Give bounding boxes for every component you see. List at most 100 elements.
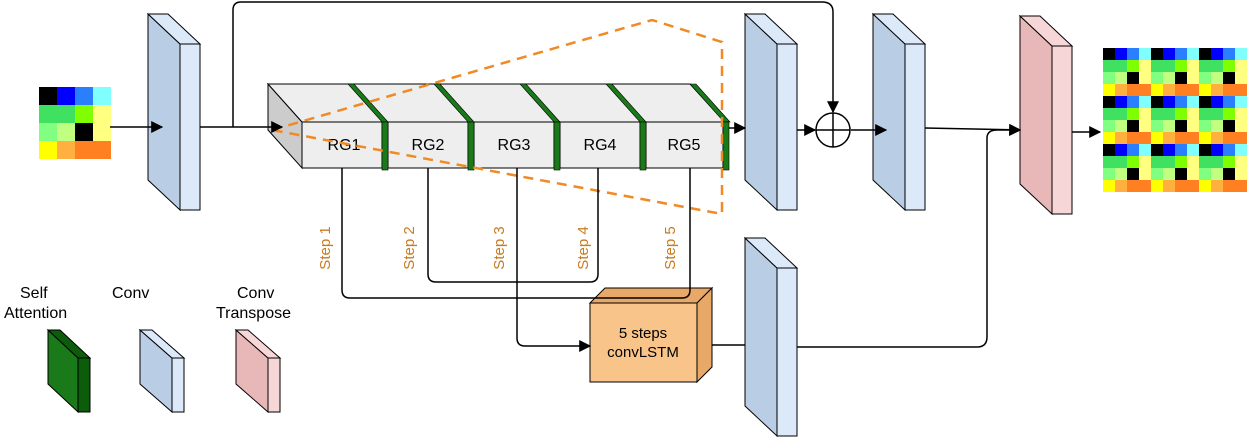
output-pixel: [1139, 168, 1151, 180]
input-pixel: [75, 141, 93, 159]
legend: Self Attention Conv Conv Transpose: [4, 285, 291, 414]
output-pixel: [1163, 96, 1175, 108]
rg1-block: [301, 121, 383, 169]
conv-transpose-layer: [1018, 14, 1074, 216]
output-pixel: [1163, 132, 1175, 144]
output-pixel: [1211, 72, 1223, 84]
input-pixel: [57, 123, 75, 141]
output-pixel: [1187, 156, 1199, 168]
output-pixel: [1223, 72, 1235, 84]
output-pixel: [1211, 108, 1223, 120]
input-pixel: [75, 105, 93, 123]
output-pixel: [1211, 96, 1223, 108]
output-pixel: [1127, 120, 1139, 132]
output-pixel: [1235, 132, 1247, 144]
output-pixel: [1235, 168, 1247, 180]
output-pixel: [1175, 108, 1187, 120]
output-pixel: [1163, 48, 1175, 60]
input-pixel: [57, 141, 75, 159]
attention-strip-1: [347, 83, 389, 171]
output-pixel: [1139, 60, 1151, 72]
output-pixel: [1115, 108, 1127, 120]
output-pixel: [1187, 96, 1199, 108]
conv-layer-2: [743, 12, 799, 212]
output-pixel: [1163, 180, 1175, 192]
attention-strip-5: [689, 83, 731, 171]
output-pixel: [1175, 132, 1187, 144]
output-pixel: [1187, 180, 1199, 192]
output-pixel: [1139, 108, 1151, 120]
step-5-label: Step 5: [662, 226, 679, 269]
output-pixel: [1127, 132, 1139, 144]
step-4-label: Step 4: [575, 226, 592, 269]
output-pixel: [1115, 168, 1127, 180]
output-pixel: [1103, 108, 1115, 120]
output-pixel: [1151, 60, 1163, 72]
output-pixel: [1223, 120, 1235, 132]
output-pixel: [1127, 84, 1139, 96]
output-pixel: [1139, 96, 1151, 108]
output-pixel: [1211, 180, 1223, 192]
output-pixel: [1103, 156, 1115, 168]
output-pixel: [1187, 60, 1199, 72]
output-pixel: [1235, 60, 1247, 72]
output-pixel: [1175, 96, 1187, 108]
output-pixel: [1115, 72, 1127, 84]
output-pixel: [1163, 120, 1175, 132]
output-pixel: [1187, 84, 1199, 96]
legend-conv-transpose-swatch: [234, 328, 282, 414]
output-pixel: [1115, 96, 1127, 108]
output-pixel: [1151, 132, 1163, 144]
output-pixel: [1151, 96, 1163, 108]
output-pixel: [1151, 48, 1163, 60]
rg1-label: RG1: [328, 137, 361, 154]
output-pixel: [1103, 168, 1115, 180]
output-pixel: [1223, 84, 1235, 96]
output-pixel: [1127, 48, 1139, 60]
output-pixel: [1223, 168, 1235, 180]
output-pixel: [1115, 48, 1127, 60]
conv-layer-1: [146, 12, 202, 212]
output-pixel: [1175, 168, 1187, 180]
input-pixel: [39, 105, 57, 123]
connections: [110, 1, 1102, 352]
output-pixel: [1199, 144, 1211, 156]
input-pixel: [93, 141, 111, 159]
output-pixel: [1163, 60, 1175, 72]
output-pixel: [1163, 144, 1175, 156]
output-pixel: [1211, 168, 1223, 180]
output-pixel: [1115, 120, 1127, 132]
output-pixel: [1103, 72, 1115, 84]
legend-conv-transpose-line2: Transpose: [216, 305, 291, 322]
input-pixel: [93, 105, 111, 123]
output-pixel: [1115, 132, 1127, 144]
conv-layer-3: [871, 12, 927, 212]
output-pixel: [1175, 48, 1187, 60]
output-pixel: [1235, 144, 1247, 156]
output-pixel: [1223, 144, 1235, 156]
legend-conv-label: Conv: [112, 285, 149, 302]
output-pixel: [1199, 180, 1211, 192]
output-pixel: [1199, 108, 1211, 120]
input-pixel: [75, 123, 93, 141]
output-pixel: [1199, 96, 1211, 108]
rg3-label: RG3: [498, 137, 531, 154]
step-2-label: Step 2: [401, 226, 418, 269]
output-pixel: [1103, 180, 1115, 192]
output-pixel: [1211, 60, 1223, 72]
output-pixel: [1211, 84, 1223, 96]
output-pixel: [1199, 48, 1211, 60]
output-pixel: [1235, 96, 1247, 108]
output-pixel: [1151, 108, 1163, 120]
input-pixel: [39, 123, 57, 141]
attention-strip-3: [519, 83, 561, 171]
step-3-label: Step 3: [491, 226, 508, 269]
output-pixel: [1115, 60, 1127, 72]
output-pixel: [1163, 108, 1175, 120]
output-pixel: [1151, 156, 1163, 168]
output-pixel: [1187, 144, 1199, 156]
input-pixel: [57, 105, 75, 123]
output-pixel: [1199, 120, 1211, 132]
output-pixel: [1163, 168, 1175, 180]
